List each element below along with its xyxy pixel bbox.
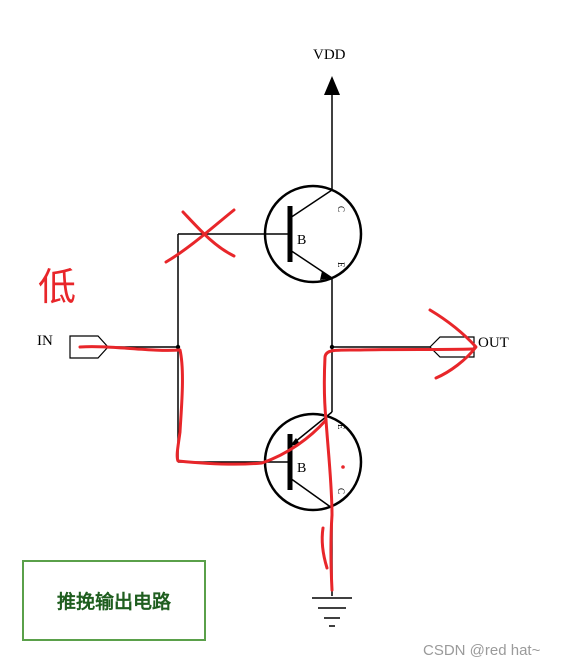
vdd-arrow-icon: [324, 76, 340, 95]
out-junction-dot: [329, 344, 335, 350]
upper-base-label: B: [297, 233, 306, 248]
cross-mark-stroke-2: [164, 208, 236, 264]
lower-base-label: B: [297, 461, 306, 476]
lower-collector-lead: [289, 477, 333, 509]
upper-emitter-arrow-icon: [320, 271, 332, 280]
out-label: OUT: [478, 335, 509, 351]
lower-transistor: B E C: [263, 411, 363, 512]
input-current-path: [78, 345, 328, 466]
in-port-icon: [69, 335, 109, 359]
output-current-path: [322, 347, 475, 422]
watermark-text: CSDN @red hat~: [423, 642, 541, 659]
lower-collector-label: C: [336, 488, 346, 494]
caption-text: 推挽输出电路: [57, 590, 172, 613]
lower-emitter-label: E: [336, 424, 346, 430]
upper-collector-label: C: [336, 206, 346, 212]
out-arrow-stroke: [428, 308, 478, 380]
caption-box: [22, 560, 206, 641]
ground-side-stroke: [320, 526, 329, 570]
upper-emitter-label: E: [336, 262, 346, 268]
ground-current-path: [324, 418, 334, 592]
in-junction-dot: [175, 344, 181, 350]
annotation-strokes: [78, 208, 478, 592]
annotation-dot: [341, 465, 345, 469]
annotation-low-label: 低: [38, 265, 76, 309]
cross-mark-stroke-1: [181, 210, 236, 258]
upper-collector-lead: [289, 189, 333, 219]
vdd-label: VDD: [313, 47, 346, 63]
in-label: IN: [37, 333, 53, 349]
